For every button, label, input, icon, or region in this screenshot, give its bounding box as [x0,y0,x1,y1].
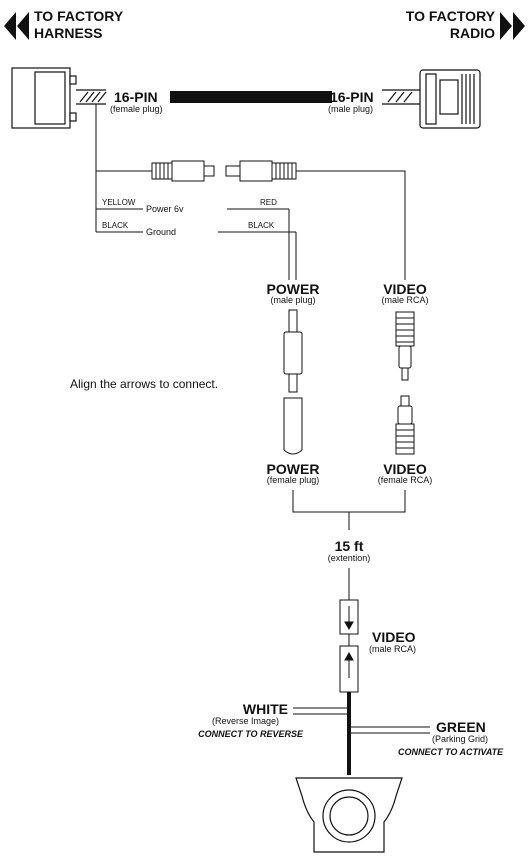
extension-length: 15 ft [334,538,364,554]
power-male-sub: (male plug) [270,295,316,305]
right-pin-label: 16-PIN [330,89,374,105]
power-male-title: POWER [266,281,320,297]
left-direction-arrows-icon [4,12,29,40]
extension-rca-icon [339,599,359,646]
left-plug-label: (female plug) [110,104,163,114]
power-female-plug-icon [283,397,303,455]
white-wire-action: CONNECT TO REVERSE [198,729,303,739]
instruction-text: Align the arrows to connect. [70,377,219,391]
left-header-line1: TO FACTORY [34,8,124,24]
camera-video-sub: (male RCA) [369,644,417,654]
video-male-rca-icon [395,311,415,381]
right-plug-label: (male plug) [328,104,374,114]
left-header-line2: HARNESS [34,25,103,41]
power-female-sub: (female plug) [266,475,320,485]
ground-wire-label: Ground [146,227,177,237]
inline-rca-male-icon [225,160,297,182]
extension-label: (extention) [327,553,371,563]
yellow-wire-label: YELLOW [102,198,136,207]
power-female-title: POWER [266,461,320,477]
right-header: TO FACTORY RADIO [406,8,495,42]
right-direction-arrows-icon [500,12,525,40]
black-wire-label-right: BLACK [248,221,275,230]
female-16pin-connector-icon [11,67,107,129]
extension-bracket [292,490,406,600]
backup-camera-icon [295,777,403,853]
white-wire-title: WHITE [242,701,288,717]
thin-wires [95,104,406,280]
green-wire [349,726,430,734]
camera-rca-icon [339,645,359,693]
green-wire-sub: (Parking Grid) [432,734,489,744]
male-16pin-connector-icon [382,69,481,129]
left-header: TO FACTORY HARNESS [34,8,123,42]
video-female-rca-icon [395,395,415,455]
camera-video-title: VIDEO [372,629,416,645]
right-header-line2: RADIO [449,25,495,41]
white-wire-sub: (Reverse Image) [211,716,279,726]
black-wire-label-left: BLACK [102,221,129,230]
inline-rca-female-icon [151,160,215,182]
power-wire-label: Power 6v [146,204,184,214]
video-male-title: VIDEO [383,281,427,297]
video-male-sub: (male RCA) [381,295,429,305]
power-male-plug-icon [283,309,303,393]
red-wire-label: RED [260,198,277,207]
right-header-line1: TO FACTORY [405,8,495,24]
white-wire [293,707,349,715]
video-female-title: VIDEO [383,461,427,477]
harness-cable [170,91,332,103]
video-female-sub: (female RCA) [377,475,433,485]
green-wire-title: GREEN [436,719,486,735]
green-wire-action: CONNECT TO ACTIVATE [398,747,504,757]
left-pin-label: 16-PIN [114,89,158,105]
